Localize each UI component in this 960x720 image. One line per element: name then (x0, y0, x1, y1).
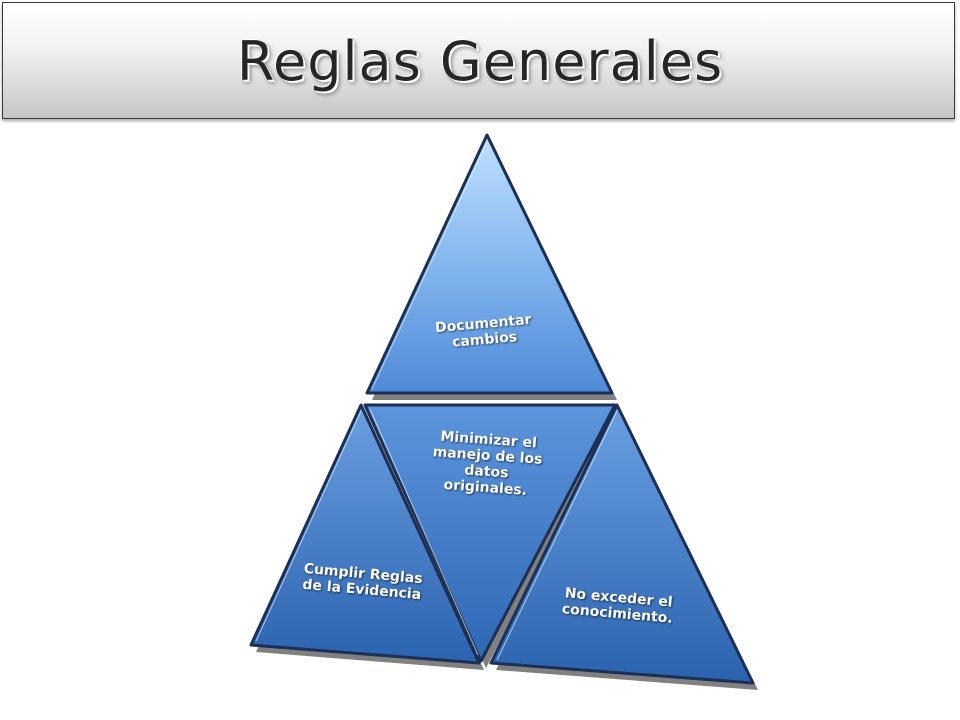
segment-center (363, 403, 617, 663)
segment-highlights (255, 141, 618, 661)
label-center: Minimizar el manejo de los datos origina… (432, 428, 543, 499)
segment-right (489, 403, 755, 685)
segment-top (365, 133, 614, 395)
title-bar (2, 2, 955, 119)
segment-left (249, 403, 481, 665)
slide-title: Reglas Generales (236, 30, 724, 93)
